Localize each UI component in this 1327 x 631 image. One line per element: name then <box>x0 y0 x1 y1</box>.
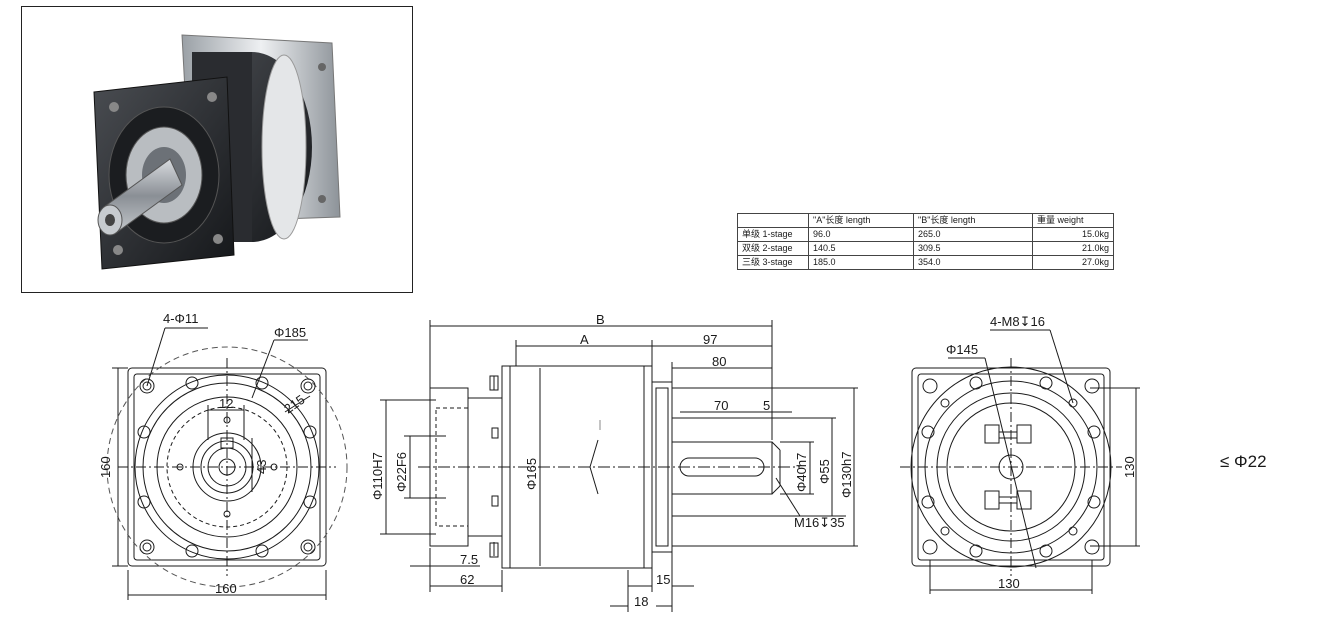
side-input-len-label: 62 <box>460 572 474 587</box>
header-a-length: "A"长度 length <box>808 213 914 228</box>
side-key-offset-label: 5 <box>763 398 770 413</box>
side-bore-fit-label: Φ110H7 <box>370 452 385 500</box>
side-body-length-label: A <box>580 332 589 347</box>
product-photo-frame <box>21 6 413 293</box>
side-shoulder-dia-label: Φ55 <box>817 459 832 484</box>
rear-view <box>900 329 1140 594</box>
rear-width-label: 130 <box>998 576 1020 591</box>
row-a-length: 185.0 <box>808 255 914 270</box>
side-key-len-label: 70 <box>714 398 728 413</box>
header-stage <box>737 213 809 228</box>
row-weight: 15.0kg <box>1032 227 1114 242</box>
front-key-width-label: 12 <box>219 396 233 411</box>
side-shaft-dia-label: Φ40h7 <box>794 453 809 492</box>
side-pilot-dia-label: Φ130h7 <box>839 451 854 498</box>
row-b-length: 265.0 <box>913 227 1033 242</box>
row-a-length: 140.5 <box>808 241 914 256</box>
side-shoulder-len-label: 18 <box>634 594 648 609</box>
side-flange-offset-label: 7.5 <box>460 552 478 567</box>
front-pcd-label: Φ185 <box>274 325 306 340</box>
side-thread-label: M16↧35 <box>794 515 845 530</box>
front-width-label: 160 <box>215 581 237 596</box>
table-row: 双级 2-stage 140.5 309.5 21.0kg <box>737 241 1114 256</box>
front-height-label: 160 <box>98 456 113 478</box>
spec-table: "A"长度 length "B"长度 length 重量 weight 单级 1… <box>737 213 1114 270</box>
side-pilot-len-label: 15 <box>656 572 670 587</box>
row-a-length: 96.0 <box>808 227 914 242</box>
front-outer-label: 215 <box>281 392 307 417</box>
shaft-size-note: ≤ Φ22 <box>1220 452 1267 471</box>
gearbox-photo <box>93 34 341 270</box>
side-shaft-zone-label: 97 <box>703 332 717 347</box>
row-stage: 双级 2-stage <box>737 241 809 256</box>
rear-pcd-label: Φ145 <box>946 342 978 357</box>
row-stage: 三级 3-stage <box>737 255 809 270</box>
side-view <box>380 320 858 612</box>
table-row: 三级 3-stage 185.0 354.0 27.0kg <box>737 255 1114 270</box>
header-weight: 重量 weight <box>1032 213 1114 228</box>
table-row: 单级 1-stage 96.0 265.0 15.0kg <box>737 227 1114 242</box>
row-weight: 27.0kg <box>1032 255 1114 270</box>
side-total-length-label: B <box>596 312 605 327</box>
row-weight: 21.0kg <box>1032 241 1114 256</box>
rear-thread-note: 4-M8↧16 <box>990 314 1045 329</box>
side-shaft-len-label: 80 <box>712 354 726 369</box>
side-body-dia-label: Φ165 <box>524 458 539 490</box>
rear-height-label: 130 <box>1122 456 1137 478</box>
spec-table-header: "A"长度 length "B"长度 length 重量 weight <box>737 213 1114 228</box>
front-view <box>106 327 348 600</box>
row-b-length: 354.0 <box>913 255 1033 270</box>
side-input-bore-label: Φ22F6 <box>394 452 409 492</box>
row-stage: 单级 1-stage <box>737 227 809 242</box>
front-hole-note: 4-Φ11 <box>163 311 198 326</box>
header-b-length: "B"长度 length <box>913 213 1033 228</box>
front-key-height-label: 43 <box>254 460 269 474</box>
row-b-length: 309.5 <box>913 241 1033 256</box>
